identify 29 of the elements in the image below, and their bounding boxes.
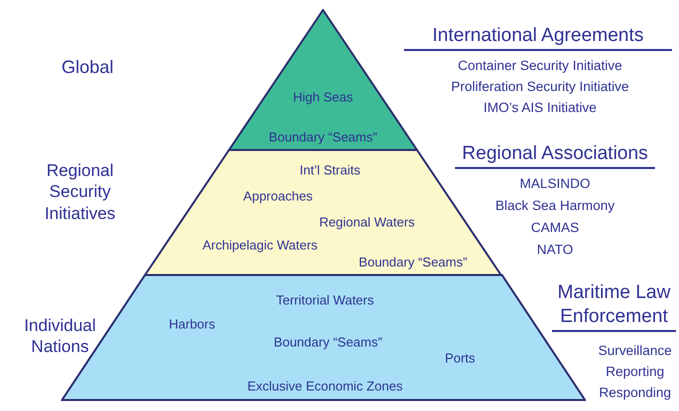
zone-label: Boundary “Seams” — [358, 254, 468, 270]
level-label: Global — [60, 56, 115, 78]
zone-label: Territorial Waters — [276, 292, 374, 308]
list-item: IMO’s AIS Initiative — [482, 100, 598, 117]
section-heading: International Agreements — [404, 24, 672, 51]
zone-label: Ports — [444, 350, 476, 366]
section-heading: Regional Associations — [455, 142, 655, 169]
zone-label: Exclusive Economic Zones — [247, 378, 403, 394]
zone-label: Int’l Straits — [300, 162, 360, 178]
zone-label: Boundary “Seams” — [268, 130, 378, 144]
zone-label: Boundary “Seams” — [274, 334, 382, 350]
zone-label: High Seas — [293, 90, 353, 104]
level-label: Individual Nations — [23, 315, 97, 358]
list-item: Proliferation Security Initiative — [450, 79, 630, 96]
list-item: Surveillance — [597, 343, 673, 360]
zone-label: Archipelagic Waters — [202, 238, 318, 252]
list-item: Responding — [598, 385, 672, 402]
list-item: Reporting — [604, 364, 666, 381]
zone-label: Regional Waters — [319, 214, 415, 230]
pyramid-tier — [229, 10, 417, 150]
section-heading: Maritime Law Enforcement — [552, 281, 676, 332]
list-item: Container Security Initiative — [456, 58, 624, 75]
zone-label: Approaches — [243, 188, 313, 204]
level-label: Regional Security Initiatives — [44, 160, 116, 224]
list-item: Black Sea Harmony — [494, 198, 616, 215]
zone-label: Harbors — [168, 316, 216, 332]
list-item: CAMAS — [530, 220, 580, 237]
list-item: NATO — [536, 242, 574, 259]
list-item: MALSINDO — [518, 176, 592, 193]
